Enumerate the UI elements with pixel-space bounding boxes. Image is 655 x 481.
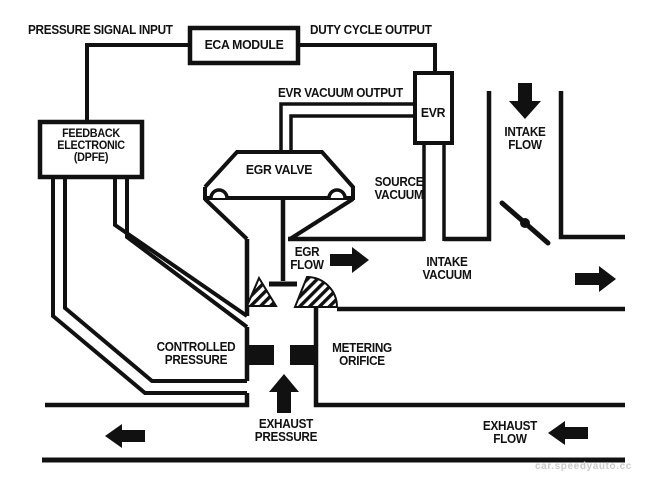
evr-source-pipe bbox=[422, 143, 446, 241]
egr-flow-label: EGR FLOW bbox=[290, 245, 324, 273]
pressure-signal-wire bbox=[85, 43, 192, 122]
intake-flow-arrow-icon bbox=[509, 83, 541, 119]
evr-vacuum-output-label: EVR VACUUM OUTPUT bbox=[278, 86, 403, 100]
exhaust-flow-arrow-icon bbox=[548, 421, 588, 445]
intake-vacuum-label: INTAKE VACUUM bbox=[422, 255, 472, 283]
egr-flow-arrow-icon bbox=[330, 247, 369, 273]
exhaust-pressure-label: EXHAUST PRESSURE bbox=[254, 417, 318, 445]
evr-vacuum-output-pipe bbox=[279, 102, 415, 152]
eca-module-label: ECA MODULE bbox=[204, 37, 284, 52]
egr-valve-body bbox=[203, 150, 355, 241]
duty-cycle-output-label: DUTY CYCLE OUTPUT bbox=[310, 23, 432, 37]
pressure-signal-input-label: PRESSURE SIGNAL INPUT bbox=[28, 23, 173, 37]
controlled-pressure-label: CONTROLLED PRESSURE bbox=[156, 340, 236, 368]
intake-passage-walls bbox=[288, 91, 625, 312]
evr-box bbox=[413, 71, 454, 145]
dpfe-upper-pipe bbox=[113, 177, 249, 329]
egr-valve-label: EGR VALVE bbox=[245, 162, 313, 177]
eca-module-box bbox=[187, 25, 301, 66]
evr-label: EVR bbox=[420, 105, 446, 120]
exhaust-flow-label: EXHAUST FLOW bbox=[482, 419, 538, 447]
exhaust-left-arrow-icon bbox=[105, 424, 145, 448]
source-vacuum-label: SOURCE VACUUM bbox=[374, 175, 424, 203]
duty-cycle-wire bbox=[298, 43, 437, 75]
intake-flow-label: INTAKE FLOW bbox=[504, 125, 546, 153]
throttle-plate bbox=[499, 200, 551, 246]
intake-vacuum-arrow-icon bbox=[575, 266, 616, 292]
valve-seat-left bbox=[245, 275, 278, 307]
watermark: car.speedyauto.cc bbox=[535, 461, 632, 472]
egr-channel-walls bbox=[42, 239, 625, 463]
egr-valve-pintle bbox=[269, 200, 297, 287]
valve-seat-right bbox=[293, 275, 339, 308]
metering-orifice-blocks bbox=[247, 345, 316, 365]
feedback-electronic-label: FEEDBACK ELECTRONIC (DPFE) bbox=[57, 128, 125, 165]
dpfe-lower-pipe bbox=[51, 177, 247, 395]
exhaust-pressure-arrow-icon bbox=[269, 374, 299, 413]
dpfe-box bbox=[37, 119, 145, 180]
metering-orifice-label: METERING ORIFICE bbox=[332, 341, 392, 369]
